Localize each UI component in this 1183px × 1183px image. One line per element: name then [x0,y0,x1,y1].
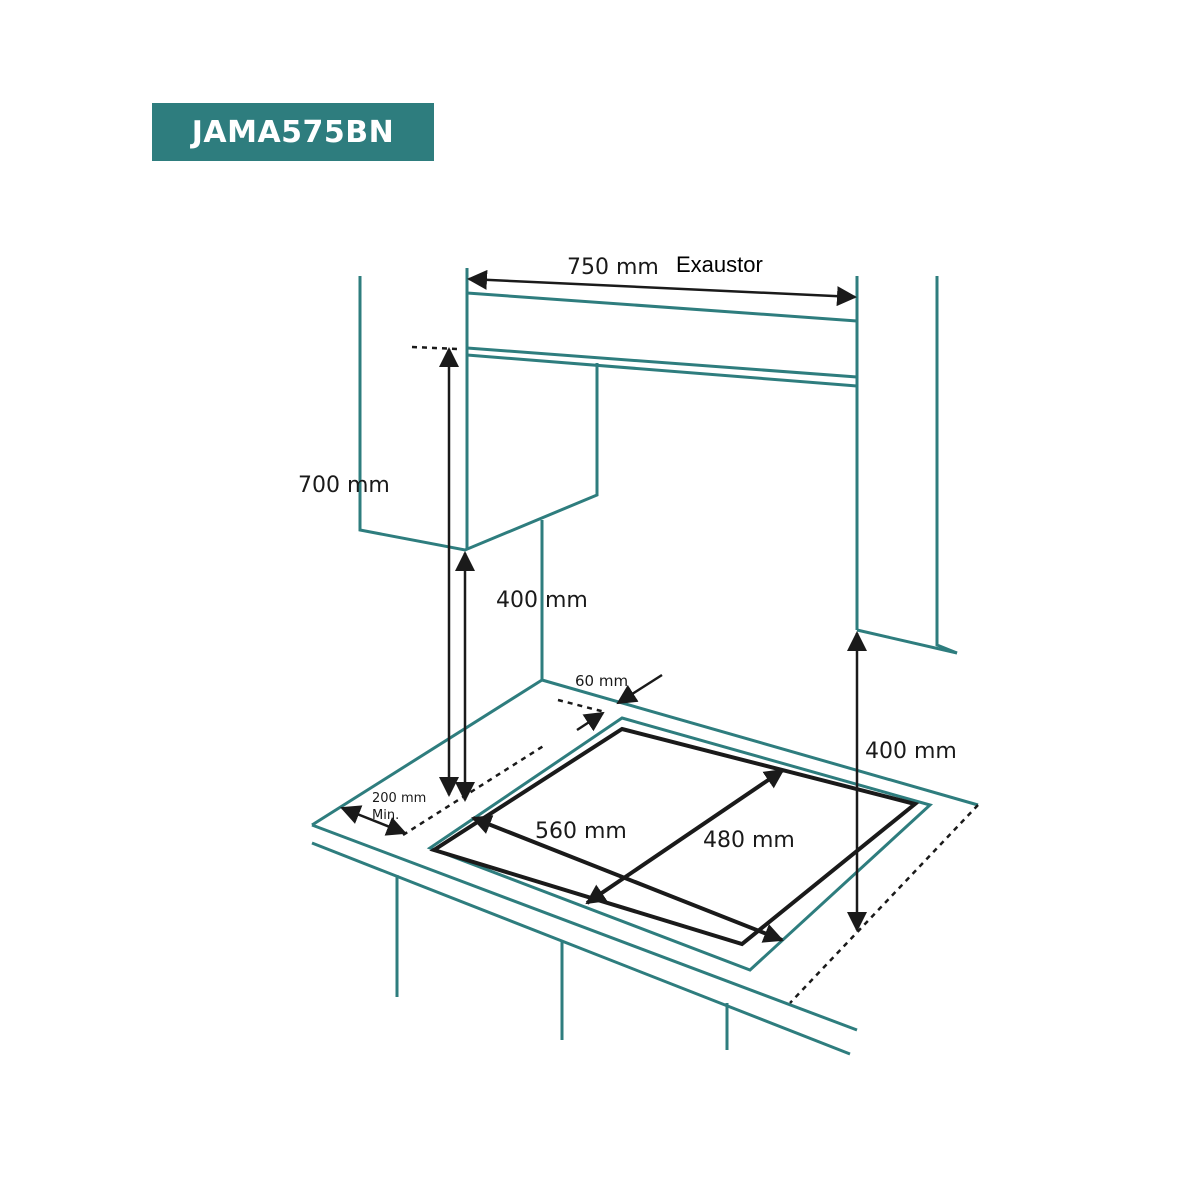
label-side-clearance-note: Min. [372,808,399,823]
model-badge: JAMA575BN [152,103,434,161]
label-cabinet-left: 400 mm [496,588,588,613]
arrow-200 [340,805,407,836]
label-cutout-width: 560 mm [535,819,627,844]
kitchen-structure [311,268,979,1056]
arrow-60-b [576,711,605,732]
hob-outline [426,716,933,972]
right-wall-cabinet [935,276,958,655]
left-wall-cabinet [358,276,599,552]
arrow-750 [467,269,857,307]
label-side-clearance: 200 mm [372,791,426,806]
cutout-arrows [471,768,785,943]
dimension-arrows [340,269,867,932]
label-hood: Exaustor [676,252,763,277]
cutout-outline [429,726,920,947]
label-rear-clearance: 60 mm [575,672,628,690]
arrow-60 [616,673,663,705]
countertop [541,678,979,807]
label-hood-width: 750 mm [567,255,659,280]
label-hood-to-hob: 700 mm [298,473,390,498]
label-cabinet-right: 400 mm [865,739,957,764]
label-cutout-depth: 480 mm [703,828,795,853]
arrow-480 [585,768,785,905]
